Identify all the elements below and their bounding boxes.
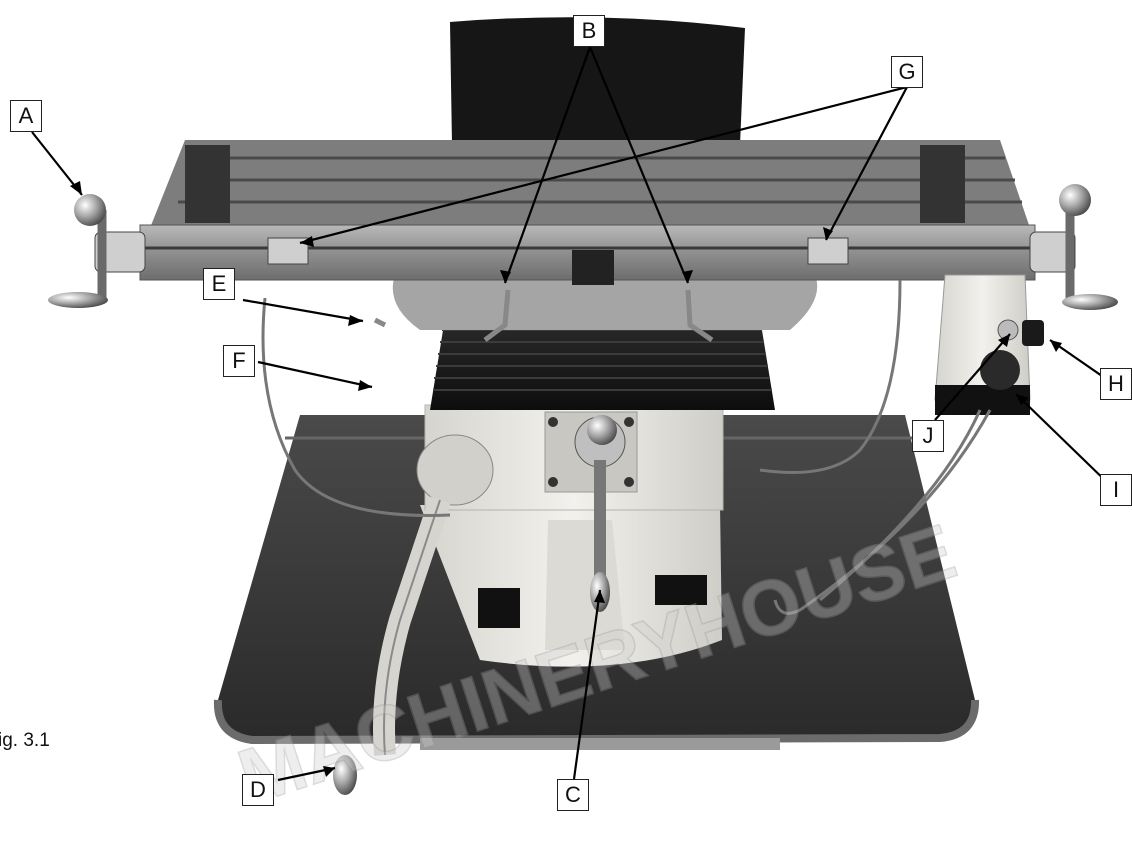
cross-feed-crank bbox=[333, 434, 494, 795]
cables bbox=[261, 279, 992, 615]
saddle bbox=[392, 275, 818, 330]
callout-j: J bbox=[912, 420, 944, 452]
callout-h: H bbox=[1100, 368, 1132, 400]
callout-c: C bbox=[557, 779, 589, 811]
handwheel-left bbox=[48, 194, 146, 308]
machine-base bbox=[420, 505, 722, 667]
figure-caption: ig. 3.1 bbox=[0, 730, 50, 751]
callout-f: F bbox=[223, 345, 255, 377]
callout-a: A bbox=[10, 100, 42, 132]
power-feed-unit bbox=[934, 274, 1044, 415]
callout-e: E bbox=[203, 268, 235, 300]
column-top bbox=[450, 17, 745, 146]
bellows-cover bbox=[430, 318, 775, 410]
handwheel-right bbox=[1029, 184, 1118, 310]
callout-d: D bbox=[242, 774, 274, 806]
leader-lines bbox=[31, 46, 1116, 782]
elevation-crank bbox=[574, 415, 626, 612]
callout-b: B bbox=[573, 15, 605, 47]
callout-i: I bbox=[1100, 474, 1132, 506]
callout-g: G bbox=[891, 56, 923, 88]
table-lock-levers bbox=[373, 289, 714, 343]
work-table bbox=[139, 140, 1036, 285]
arrowheads bbox=[70, 181, 1062, 777]
